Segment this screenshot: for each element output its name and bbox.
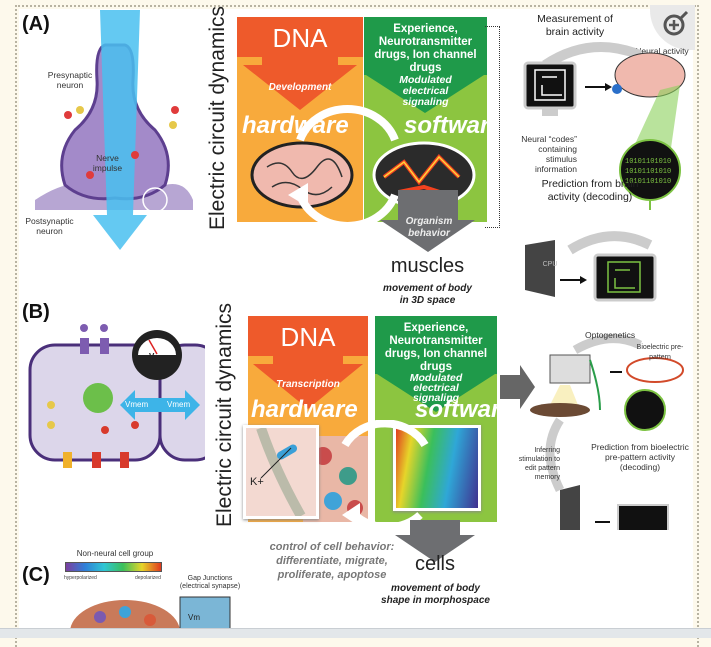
modulated-arrow-b [377,372,495,412]
prediction-label-a: Prediction from brain activity (decoding… [541,178,639,203]
software-label-b: software [415,396,514,423]
vmem-right-label: Vmem [167,400,191,409]
svg-text:10101101010: 10101101010 [625,168,671,176]
planarian-icon [530,403,590,417]
gap-junctions-label: Gap Junctions (electrical synapse) [179,575,241,590]
morphospace-monitor-icon [617,504,669,530]
zoom-button[interactable] [650,5,695,50]
vmem-left-label: Vmem [125,400,149,409]
transcription-label: Transcription [276,379,340,390]
neural-codes-label: Neural “codes” containing stimulus infor… [521,134,577,174]
dna-title-a: DNA [272,23,328,53]
development-arrow [243,55,357,110]
software-inputs-a: Experience, Neurotransmitter drugs, Ion … [374,23,477,74]
side-label-a: Electric circuit dynamics [206,5,229,230]
figure-frame [15,5,699,647]
hardware-label-a: hardware [242,112,349,139]
voltmeter-label: V [149,352,155,361]
side-label-b: Electric circuit dynamics [213,302,236,527]
neural-activity-label: Neural activity [635,46,689,56]
brain-decoding-illustration: 10101101010 10101101010 10101101010 [523,42,686,302]
depolarized-label: depolarized [135,575,161,581]
feedback-dotted-line [485,26,500,228]
organism-behavior-arrow [380,190,475,252]
optogenetics-label: Optogenetics [585,330,636,340]
postsynaptic-label: Postsynaptic neuron [25,216,74,236]
nerve-impulse-label: Nerve impulse [92,153,123,173]
hyperpolarized-label: hyperpolarized [64,575,97,581]
nerve-impulse-arrow [93,10,147,250]
colorbar-title: Non-neural cell group [76,549,154,558]
modulated-arrow [366,73,484,113]
muscles-sub: movement of body in 3D space [383,283,472,306]
measurement-label: Measurement of brain activity [537,13,613,38]
bioelectric-decoding-illustration [500,334,684,530]
chevron-arrow [500,365,535,409]
gap-junction-inset [179,596,231,632]
cpu-tower-icon-b [560,485,580,530]
inferring-label: Inferring stimulation to edit pattern me… [518,447,560,481]
cells-sub: movement of body shape in morphospace [381,583,490,606]
feedback-loop-arrow-b [341,420,429,532]
presynaptic-label: Presynaptic neuron [47,70,93,90]
panel-label-a: (A) [22,13,50,35]
panel-label-b: (B) [22,301,50,323]
voltage-dye-image [393,425,481,511]
zoom-in-icon [663,10,689,36]
cell-illustration [28,324,205,468]
prepattern-label: Bioelectric pre-pattern [636,344,684,361]
cpu-tower-icon [525,240,555,297]
panel-label-c: (C) [22,564,50,586]
binary-code: 10101101010 [625,158,671,166]
nucleus-icon [83,383,113,413]
projector-icon [549,354,591,384]
vm-label: Vm [188,613,200,622]
brain-icon [614,52,686,98]
muscles-label: muscles [390,255,465,277]
development-label: Development [268,82,332,93]
hardware-label-b: hardware [251,396,358,423]
software-label-a: software [404,112,503,139]
transcription-arrow [253,354,363,409]
organism-behavior-label: Organism behavior [405,216,453,239]
dna-title-b: DNA [280,322,336,352]
prepattern-icon [626,357,684,383]
svg-text:10101101010: 10101101010 [625,178,671,186]
modulated-label-b: Modulated electrical signaling [409,372,463,404]
cells-arrow [395,520,475,562]
vmem-arrow [120,390,200,420]
ion-channel-inset: K+ [243,425,319,519]
bottom-scrollbar[interactable] [0,628,711,638]
cells-label: cells [414,553,455,575]
software-inputs-b: Experience, Neurotransmitter drugs, Ion … [384,322,488,373]
colorbar [65,562,162,572]
feedback-loop-arrow-a [288,105,399,230]
synapse-illustration [35,10,193,250]
cell-behavior-text: control of cell behavior: differentiate,… [269,541,395,581]
hardware-box-a: DNA Development hardware [237,17,363,222]
cpu-label-a: CPU [542,261,558,268]
k-ion-label: K+ [250,476,264,488]
neural-code-icon [619,139,681,201]
modulated-label-a: Modulated electrical signaling [399,74,452,108]
cell-cluster-illustration [70,596,231,632]
prediction-label-b: Prediction from bioelectric pre-pattern … [591,442,689,472]
